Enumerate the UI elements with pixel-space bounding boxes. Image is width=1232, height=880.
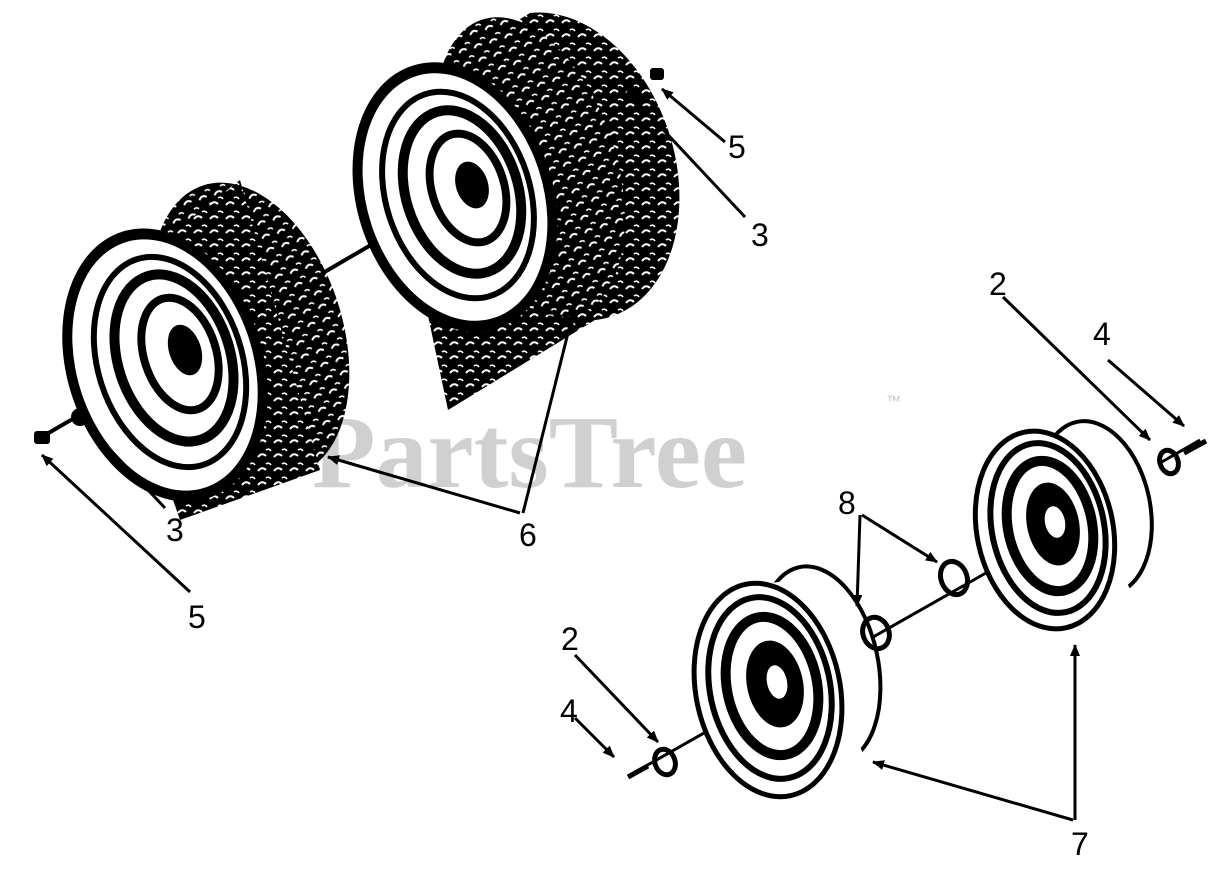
- rear-tire-right: [352, 12, 680, 410]
- arrow-8-lower: [852, 514, 863, 607]
- callout-3-top: 3: [751, 217, 769, 253]
- arrow-7-left: [872, 760, 1074, 822]
- callout-4-left: 4: [560, 693, 578, 729]
- arrow-4-left: [573, 716, 616, 759]
- front-wheel-right: [972, 419, 1154, 632]
- arrow-4-right: [1107, 358, 1185, 428]
- arrow-6-left: [327, 455, 521, 515]
- arrow-6-right: [521, 316, 575, 514]
- callout-6: 6: [519, 517, 537, 553]
- front-wheel-left: [691, 564, 883, 800]
- arrow-5-top: [661, 87, 726, 144]
- washer-8-upper: [937, 558, 971, 598]
- callout-2-right: 2: [989, 266, 1007, 302]
- watermark-trademark: ™: [886, 393, 901, 410]
- nut-left: [71, 408, 89, 426]
- callout-labels: 5 3 2 4 3 5 6 8 2 4 7: [166, 129, 1111, 862]
- arrow-3-left: [84, 422, 167, 510]
- callout-4-right: 4: [1093, 316, 1111, 352]
- callout-3-left: 3: [166, 512, 184, 548]
- bolt-left: [34, 431, 50, 444]
- arrow-2-left: [573, 653, 660, 744]
- leader-arrows: [40, 87, 1185, 822]
- front-hardware: [626, 438, 1208, 780]
- pin-4-right: [1182, 438, 1208, 456]
- callout-5-top: 5: [728, 129, 746, 165]
- callout-5-left: 5: [188, 599, 206, 635]
- callout-8: 8: [838, 485, 856, 521]
- arrow-2-right: [1001, 295, 1152, 442]
- rear-tire-left: [62, 180, 350, 520]
- rear-hardware: [34, 68, 664, 444]
- callout-2-left: 2: [561, 621, 579, 657]
- washer-2-right: [1157, 447, 1181, 477]
- washer-2-left: [652, 746, 678, 778]
- nut-top: [626, 87, 642, 103]
- callout-7: 7: [1071, 826, 1089, 862]
- bolt-top: [650, 68, 664, 80]
- pin-4-left: [626, 763, 650, 780]
- washer-8-lower: [860, 614, 892, 652]
- arrow-8-upper: [861, 513, 938, 564]
- arrow-3-top: [638, 103, 747, 219]
- arrow-5-left: [40, 453, 192, 594]
